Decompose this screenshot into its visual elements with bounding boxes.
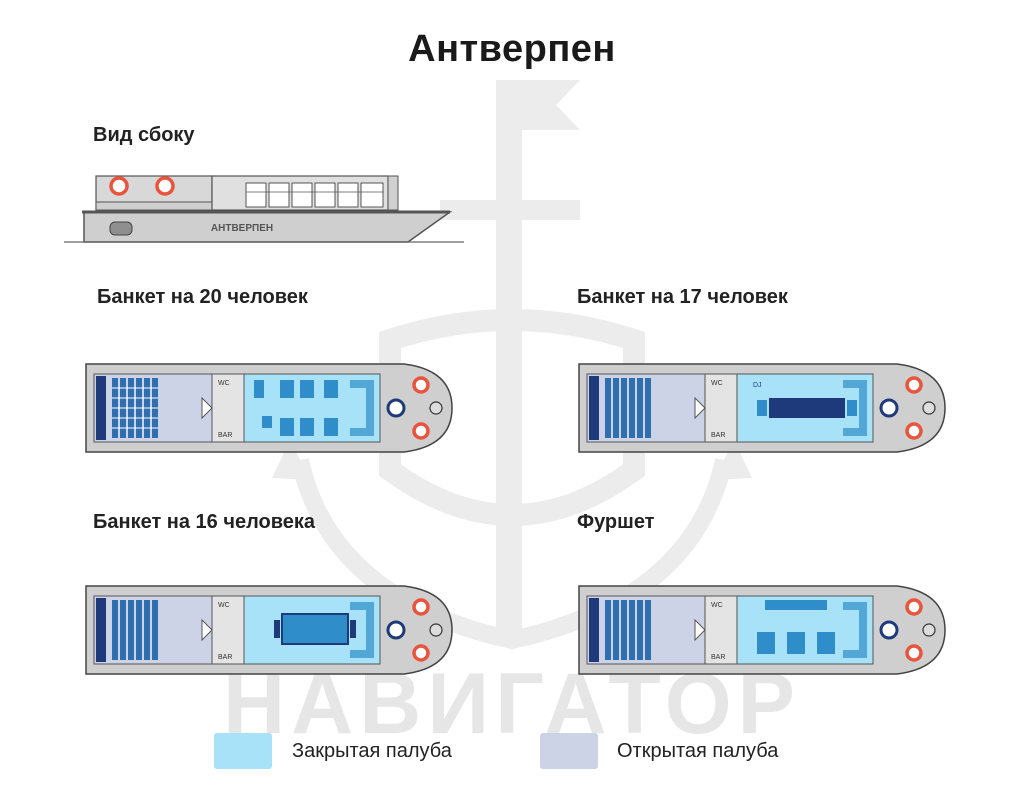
deck-plan-banquet-17: WC BAR DJ [578, 363, 946, 453]
svg-text:WC: WC [218, 602, 230, 609]
deck-plan-buffet: WC BAR [578, 585, 946, 675]
lifebuoy-icon [412, 422, 430, 440]
lifebuoy-icon [412, 376, 430, 394]
dj-label: DJ [753, 382, 762, 389]
helm-icon [386, 398, 406, 418]
side-view-label: Вид сбоку [93, 124, 195, 146]
svg-text:BAR: BAR [711, 654, 725, 661]
anchor-icon [429, 623, 443, 637]
legend-open-label: Открытая палуба [617, 740, 779, 762]
legend-open-swatch [540, 733, 598, 769]
lifebuoy-icon [412, 598, 430, 616]
svg-text:WC: WC [711, 380, 723, 387]
anchor-icon [922, 401, 936, 415]
plan-3-label: Банкет на 16 человека [93, 511, 316, 533]
lifebuoy-icon [905, 422, 923, 440]
lifebuoy-icon [905, 376, 923, 394]
lifebuoy-icon [412, 644, 430, 662]
lifebuoy-icon [905, 644, 923, 662]
svg-text:WC: WC [218, 380, 230, 387]
helm-icon [879, 398, 899, 418]
legend-closed-swatch [214, 733, 272, 769]
svg-text:BAR: BAR [218, 432, 232, 439]
svg-text:WC: WC [711, 602, 723, 609]
plan-2-label: Банкет на 17 человек [577, 286, 788, 308]
deck-plan-banquet-20: WC BAR [85, 363, 453, 453]
plan-4-label: Фуршет [577, 511, 655, 533]
deck-plan-banquet-16: WC BAR [85, 585, 453, 675]
page-title: Антверпен [408, 28, 616, 70]
svg-text:BAR: BAR [711, 432, 725, 439]
helm-icon [879, 620, 899, 640]
side-view-drawing: АНТВЕРПЕН [64, 175, 464, 243]
boat-name: АНТВЕРПЕН [211, 223, 273, 234]
lifebuoy-icon [905, 598, 923, 616]
svg-text:BAR: BAR [218, 654, 232, 661]
lifebuoy-icon [109, 176, 129, 196]
legend-closed-label: Закрытая палуба [292, 740, 452, 762]
plan-1-label: Банкет на 20 человек [97, 286, 308, 308]
lifebuoy-icon [155, 176, 175, 196]
anchor-icon [429, 401, 443, 415]
anchor-icon [922, 623, 936, 637]
helm-icon [386, 620, 406, 640]
